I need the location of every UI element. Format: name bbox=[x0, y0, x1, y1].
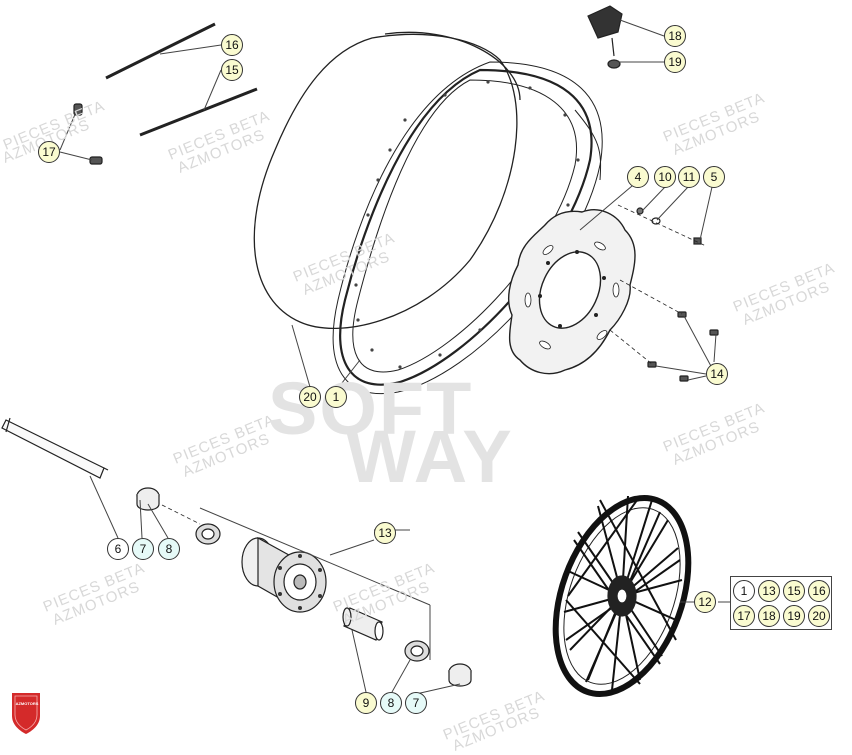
axle-part bbox=[1, 417, 109, 479]
left-bearing-part bbox=[195, 523, 221, 545]
callout-7[interactable]: 7 bbox=[132, 538, 154, 560]
disc-screws-part bbox=[609, 279, 719, 382]
callout-13[interactable]: 13 bbox=[374, 522, 396, 544]
rim-lock-part bbox=[587, 5, 623, 69]
spoke-nipple-part bbox=[73, 103, 103, 165]
callout-11[interactable]: 11 bbox=[678, 166, 700, 188]
callout-8[interactable]: 8 bbox=[380, 692, 402, 714]
kit-callout-20[interactable]: 20 bbox=[808, 605, 830, 627]
kit-callout-16[interactable]: 16 bbox=[808, 580, 830, 602]
hub-part bbox=[241, 536, 327, 613]
kit-callout-17[interactable]: 17 bbox=[733, 605, 755, 627]
callout-1[interactable]: 1 bbox=[325, 386, 347, 408]
callout-20[interactable]: 20 bbox=[299, 386, 321, 408]
callout-10[interactable]: 10 bbox=[654, 166, 676, 188]
rim-tape-part bbox=[253, 31, 521, 329]
callout-14[interactable]: 14 bbox=[706, 363, 728, 385]
brand-logo bbox=[12, 693, 40, 734]
left-spacer-part bbox=[136, 487, 201, 525]
callout-4[interactable]: 4 bbox=[627, 166, 649, 188]
diagram-canvas bbox=[1, 5, 730, 734]
callout-8[interactable]: 8 bbox=[158, 538, 180, 560]
disc-hardware-part bbox=[617, 204, 707, 247]
callout-19[interactable]: 19 bbox=[664, 51, 686, 73]
callout-12[interactable]: 12 bbox=[694, 591, 716, 613]
inner-sleeve-part bbox=[342, 607, 384, 641]
kit-callout-13[interactable]: 13 bbox=[758, 580, 780, 602]
kit-callout-15[interactable]: 15 bbox=[783, 580, 805, 602]
right-bearing-part bbox=[404, 640, 430, 662]
rim-part bbox=[332, 61, 603, 394]
kit-callout-1[interactable]: 1 bbox=[733, 580, 755, 602]
callout-5[interactable]: 5 bbox=[703, 166, 725, 188]
kit-callout-18[interactable]: 18 bbox=[758, 605, 780, 627]
kit-callout-19[interactable]: 19 bbox=[783, 605, 805, 627]
spoke-long-part bbox=[105, 22, 258, 137]
exploded-view-diagram: PIECES BETA AZMOTORS PIECES BETA AZMOTOR… bbox=[0, 5, 838, 755]
brand-logo-text: AZMOTORS bbox=[15, 701, 39, 706]
callout-7[interactable]: 7 bbox=[405, 692, 427, 714]
callout-9[interactable]: 9 bbox=[355, 692, 377, 714]
callout-15[interactable]: 15 bbox=[221, 59, 243, 81]
brake-disc-part bbox=[508, 209, 636, 375]
callout-16[interactable]: 16 bbox=[221, 34, 243, 56]
callout-17[interactable]: 17 bbox=[38, 141, 60, 163]
callout-18[interactable]: 18 bbox=[664, 25, 686, 47]
leader-lines bbox=[59, 19, 730, 695]
complete-wheel-part bbox=[552, 494, 692, 698]
callout-6[interactable]: 6 bbox=[107, 538, 129, 560]
right-spacer-part bbox=[448, 663, 472, 687]
